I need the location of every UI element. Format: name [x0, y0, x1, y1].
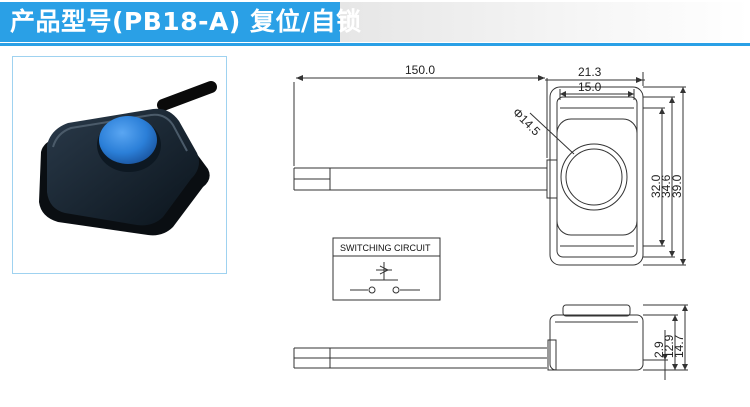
- housing-outline: [549, 86, 644, 266]
- circuit-title: SWITCHING CIRCUIT: [340, 243, 431, 253]
- dim-side-h2: 12.9: [662, 334, 676, 358]
- dim-height-a: 32.0: [649, 174, 663, 198]
- product-photo-frame: [12, 56, 227, 274]
- dim-height-b: 34.6: [659, 174, 673, 198]
- dim-width-outer: 21.3: [578, 65, 602, 79]
- button-outline: [560, 143, 628, 211]
- dim-side-h3: 14.7: [672, 334, 686, 358]
- circuit-box: [332, 237, 441, 301]
- page-header: 产品型号(PB18-A) 复位/自锁: [0, 0, 750, 48]
- dim-height-c: 39.0: [670, 174, 684, 198]
- push-button-photo-icon: [39, 81, 217, 236]
- dim-button-diameter: Φ14.5: [510, 105, 543, 138]
- header-accent-bar: [0, 2, 340, 42]
- page-title: 产品型号(PB18-A) 复位/自锁: [10, 7, 362, 36]
- dim-side-h1: 2.9: [652, 341, 666, 358]
- header-fade: [340, 2, 750, 42]
- side-housing-outline: [549, 314, 644, 371]
- dim-cable-length: 150.0: [405, 63, 435, 77]
- dim-width-inner: 15.0: [578, 80, 602, 94]
- header-underline: [0, 43, 750, 46]
